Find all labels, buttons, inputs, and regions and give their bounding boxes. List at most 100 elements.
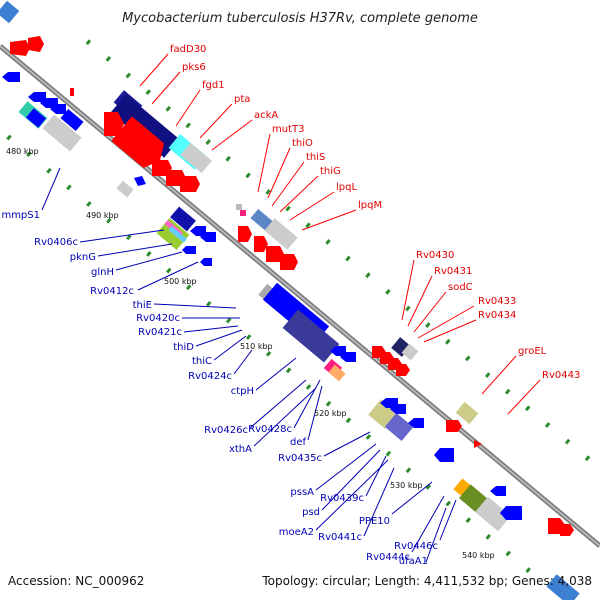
gene-label-forward[interactable]: Rv0443 xyxy=(542,370,580,381)
kbp-tick-label: 510 kbp xyxy=(240,342,273,351)
position-dot xyxy=(166,267,172,274)
position-dot xyxy=(225,155,231,162)
position-dot xyxy=(505,550,511,557)
gene-label-reverse[interactable]: thiD xyxy=(173,342,194,353)
position-dot xyxy=(26,151,32,157)
position-dot xyxy=(485,533,492,540)
position-dot xyxy=(285,367,292,374)
position-dot xyxy=(544,422,551,428)
gene-label-reverse[interactable]: Rv0412c xyxy=(90,286,134,297)
gene-label-forward[interactable]: fgd1 xyxy=(202,80,225,91)
gene-label-forward[interactable]: Rv0433 xyxy=(478,296,516,307)
gene-label-forward[interactable]: sodC xyxy=(448,282,473,293)
gene-label-reverse[interactable]: Rv0439c xyxy=(320,493,364,504)
gene-label-forward[interactable]: groEL xyxy=(518,346,547,357)
position-dot xyxy=(245,172,251,179)
gene-label-reverse[interactable]: ufaA1 xyxy=(399,556,428,567)
gene-label-reverse[interactable]: thiE xyxy=(133,300,152,311)
position-dot xyxy=(445,500,452,507)
gene-label-reverse[interactable]: PPE10 xyxy=(359,516,390,527)
gene-label-forward[interactable]: Rv0431 xyxy=(434,266,472,277)
gene-label-forward[interactable]: thiO xyxy=(292,138,313,149)
gene-feature-track xyxy=(0,0,580,600)
gene-label-forward[interactable]: lpqL xyxy=(336,182,357,193)
position-dot xyxy=(66,184,72,191)
position-dot xyxy=(385,450,392,457)
position-dot xyxy=(405,467,412,474)
forward-label-connectors xyxy=(139,53,541,415)
reverse-label-connectors xyxy=(41,167,457,563)
kbp-tick-label: 520 kbp xyxy=(314,409,347,418)
gene-label-reverse[interactable]: psd xyxy=(302,507,320,518)
position-dot xyxy=(185,122,191,129)
forward-strand-features xyxy=(10,36,574,536)
position-dot xyxy=(285,205,291,212)
gene-label-reverse[interactable]: Rv0426c xyxy=(204,425,248,436)
position-dot xyxy=(504,388,511,395)
gene-label-reverse[interactable]: pssA xyxy=(290,487,314,498)
gene-label-forward[interactable]: thiS xyxy=(306,152,325,163)
gene-label-reverse[interactable]: pknG xyxy=(70,252,96,263)
kbp-tick-label: 500 kbp xyxy=(164,277,197,286)
gene-label-reverse[interactable]: Rv0446c xyxy=(394,541,438,552)
gene-label-reverse[interactable]: ctpH xyxy=(231,386,254,397)
accession-text: Accession: NC_000962 xyxy=(8,574,144,588)
position-dot xyxy=(165,105,172,112)
position-dot xyxy=(105,55,112,62)
gene-label-reverse[interactable]: Rv0435c xyxy=(278,453,322,464)
position-dot xyxy=(265,350,272,357)
gene-label-forward[interactable]: pks6 xyxy=(182,62,206,73)
gene-label-forward[interactable]: lpqM xyxy=(358,200,382,211)
gene-label-forward[interactable]: thiG xyxy=(320,166,341,177)
position-dot xyxy=(345,417,352,424)
position-dot xyxy=(365,434,372,440)
gene-label-reverse[interactable]: def xyxy=(290,437,307,448)
gene-label-reverse[interactable]: Rv0421c xyxy=(138,327,182,338)
kbp-tick-label: 540 kbp xyxy=(462,551,495,560)
position-dot xyxy=(86,201,92,207)
position-dot xyxy=(465,355,471,362)
kbp-tick-labels: 480 kbp 490 kbp 500 kbp 510 kbp 520 kbp 530 k… xyxy=(6,147,495,560)
position-dot xyxy=(425,484,432,490)
gene-label-reverse[interactable]: Rv0428c xyxy=(248,424,292,435)
genome-backbone xyxy=(0,44,600,548)
position-dot xyxy=(345,255,351,262)
gene-label-reverse[interactable]: Rv0444c xyxy=(366,552,410,563)
gene-label-reverse[interactable]: Rv0441c xyxy=(318,532,362,543)
position-dot xyxy=(85,39,92,46)
gene-label-reverse[interactable]: xthA xyxy=(229,444,252,455)
position-dot xyxy=(6,134,12,141)
gene-label-reverse[interactable]: mmpS1 xyxy=(1,210,40,221)
gene-label-reverse[interactable]: Rv0420c xyxy=(136,313,180,324)
position-dot xyxy=(225,317,232,324)
position-dot xyxy=(584,455,591,462)
gene-label-forward[interactable]: Rv0434 xyxy=(478,310,516,321)
kbp-tick-label: 490 kbp xyxy=(86,211,119,220)
kbp-tick-label: 530 kbp xyxy=(390,481,423,490)
position-dot xyxy=(126,234,132,241)
gene-label-reverse[interactable]: glnH xyxy=(91,267,114,278)
position-dot xyxy=(185,284,192,291)
topology-text: Topology: circular; Length: 4,411,532 bp… xyxy=(261,574,592,588)
gene-label-forward[interactable]: Rv0430 xyxy=(416,250,454,261)
gene-label-forward[interactable]: pta xyxy=(234,94,250,105)
position-dot xyxy=(106,217,112,224)
position-dot xyxy=(305,222,311,229)
gene-label-reverse[interactable]: moeA2 xyxy=(279,527,314,538)
position-dot xyxy=(245,334,252,341)
gene-label-forward[interactable]: ackA xyxy=(254,110,278,121)
gene-label-forward[interactable]: fadD30 xyxy=(170,44,206,55)
kbp-tick-label: 480 kbp xyxy=(6,147,39,156)
gene-label-reverse[interactable]: Rv0406c xyxy=(34,237,78,248)
position-dot xyxy=(564,438,571,445)
position-dot xyxy=(465,517,472,524)
position-dot xyxy=(325,239,331,245)
gene-label-reverse[interactable]: Rv0424c xyxy=(188,371,232,382)
position-dot xyxy=(385,288,391,295)
gene-label-reverse[interactable]: thiC xyxy=(192,356,212,367)
position-dot xyxy=(305,384,312,390)
gene-label-forward[interactable]: mutT3 xyxy=(272,124,304,135)
